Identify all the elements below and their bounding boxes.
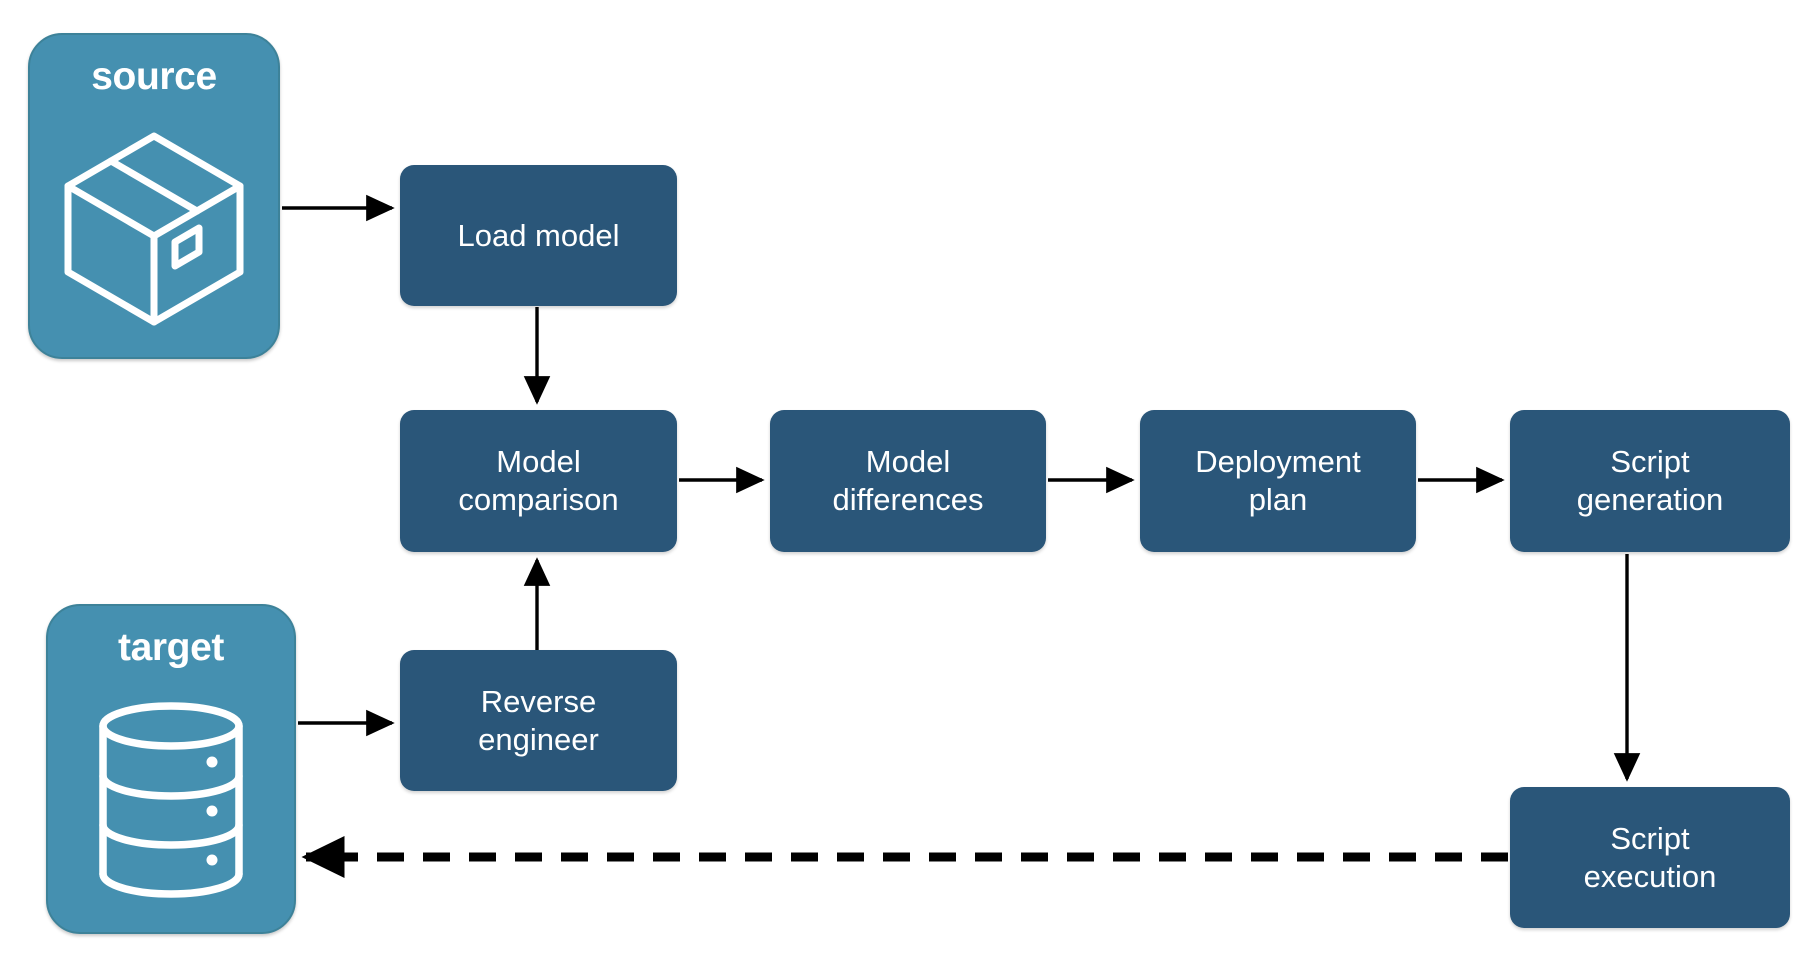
process-label-script-execution: Script execution	[1583, 820, 1717, 894]
process-label-load-model: Load model	[457, 217, 620, 253]
process-node-deployment-plan[interactable]: Deployment plan	[1140, 410, 1416, 552]
process-label-deployment-plan: Deployment plan	[1195, 444, 1361, 517]
process-node-model-comparison[interactable]: Model comparison	[400, 410, 677, 552]
endpoint-card-target[interactable]: target	[46, 604, 296, 934]
process-label-reverse-engineer: Reverse engineer	[478, 683, 599, 757]
process-node-script-generation[interactable]: Script generation	[1510, 410, 1790, 552]
process-node-model-differences[interactable]: Model differences	[770, 410, 1046, 552]
endpoint-target-label: target	[118, 626, 224, 669]
endpoint-source-label: source	[91, 55, 217, 98]
process-node-load-model[interactable]: Load model	[400, 165, 677, 306]
process-label-model-comparison: Model comparison	[458, 444, 619, 517]
process-label-model-differences: Model differences	[832, 444, 984, 517]
database-cylinder-icon	[48, 667, 294, 932]
process-label-script-generation: Script generation	[1576, 444, 1724, 517]
package-box-icon	[30, 96, 278, 357]
process-node-reverse-engineer[interactable]: Reverse engineer	[400, 650, 677, 791]
endpoint-card-source[interactable]: source	[28, 33, 280, 359]
process-node-script-execution[interactable]: Script execution	[1510, 787, 1790, 928]
